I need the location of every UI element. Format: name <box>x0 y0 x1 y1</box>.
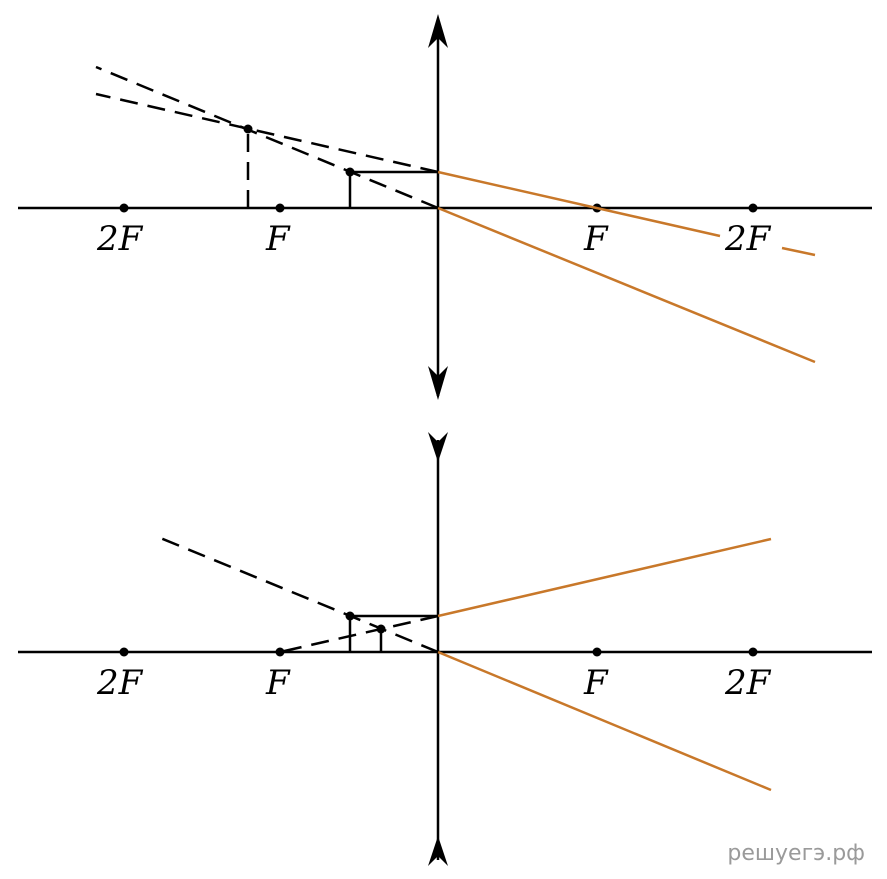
top-lens-arrowhead-down <box>428 366 448 400</box>
top-central-ray <box>437 206 816 364</box>
top-point-2F-left <box>119 203 129 213</box>
bottom-label-2F-left: 2F <box>96 663 144 703</box>
bottom-point-F-right <box>592 647 602 657</box>
top-label-2F-right: 2F <box>724 219 772 259</box>
watermark: решуегэ.рф <box>727 841 865 866</box>
top-extension-1 <box>95 92 439 174</box>
top-point-F-left <box>275 203 285 213</box>
top-diagram: 2F F F 2F <box>18 14 872 400</box>
bottom-lens-arrowhead-bottom <box>428 836 448 866</box>
bottom-refracted-ray <box>437 537 772 618</box>
bottom-extension-to-focus <box>279 614 439 654</box>
bottom-point-2F-right <box>748 647 758 657</box>
bottom-lens-arrowhead-top <box>428 432 448 462</box>
top-label-F-left: F <box>265 219 291 259</box>
top-label-F-right: F <box>583 219 609 259</box>
bottom-diagram: 2F F F 2F <box>18 432 872 866</box>
bottom-label-2F-right: 2F <box>724 663 772 703</box>
top-point-2F-right <box>748 203 758 213</box>
top-virtual-image-tip <box>243 124 253 134</box>
bottom-label-F-left: F <box>265 663 291 703</box>
bottom-label-F-right: F <box>583 663 609 703</box>
top-refracted-ray-1a <box>437 170 721 238</box>
bottom-central-ray <box>437 650 772 792</box>
bottom-point-F-left <box>275 647 285 657</box>
top-refracted-ray-1b <box>781 246 816 257</box>
top-extension-2 <box>95 65 439 210</box>
top-label-2F-left: 2F <box>96 219 144 259</box>
top-lens-arrowhead-up <box>428 14 448 48</box>
bottom-point-2F-left <box>119 647 129 657</box>
bottom-extension-central <box>157 535 439 654</box>
